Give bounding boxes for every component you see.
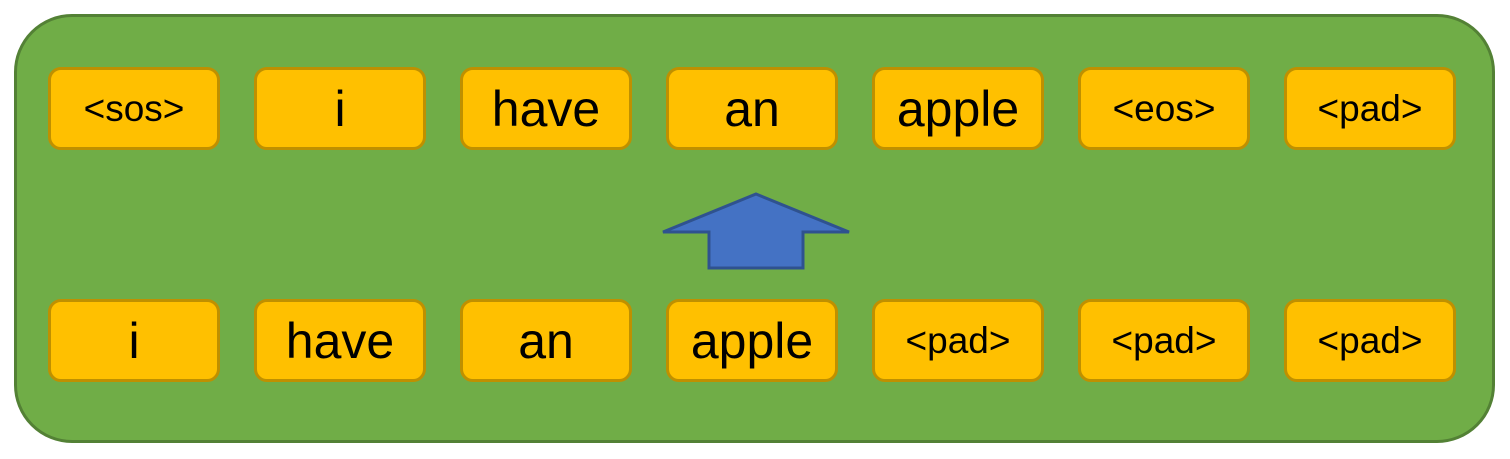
top-token-row: <sos> i have an apple <eos> <pad> [48,67,1456,150]
token-pad: <pad> [872,299,1044,382]
token-eos: <eos> [1078,67,1250,150]
up-arrow-shape [662,192,850,270]
token-pad: <pad> [1078,299,1250,382]
token-have: have [254,299,426,382]
token-an: an [666,67,838,150]
token-sos: <sos> [48,67,220,150]
up-arrow-svg [662,192,850,270]
token-an: an [460,299,632,382]
token-apple: apple [666,299,838,382]
token-pad: <pad> [1284,67,1456,150]
bottom-token-row: i have an apple <pad> <pad> <pad> [48,299,1456,382]
up-arrow [660,192,852,270]
token-i: i [254,67,426,150]
token-i: i [48,299,220,382]
token-have: have [460,67,632,150]
token-apple: apple [872,67,1044,150]
diagram-panel: <sos> i have an apple <eos> <pad> i have… [14,14,1495,443]
token-pad: <pad> [1284,299,1456,382]
